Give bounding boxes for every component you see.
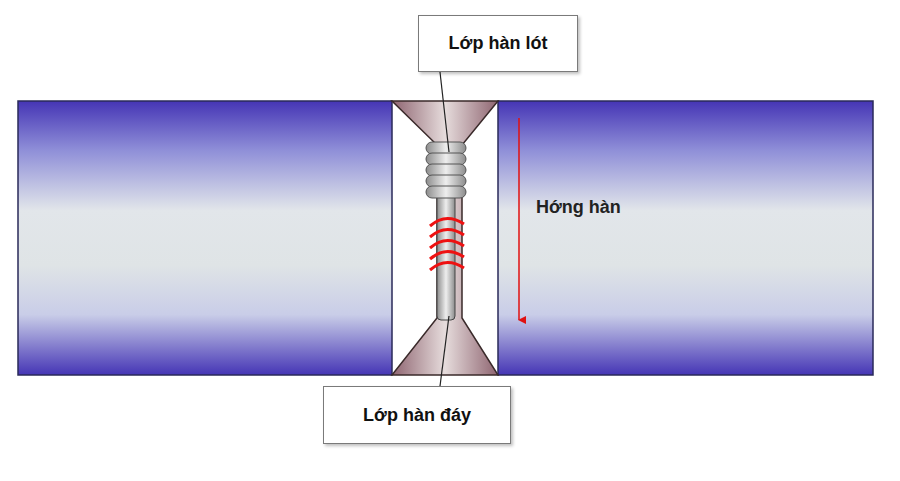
leader-line bbox=[440, 72, 449, 152]
callout-text: Lớp hàn lót bbox=[449, 33, 548, 54]
weld-arc bbox=[430, 251, 464, 259]
weld-arc bbox=[430, 218, 464, 226]
weld-arc bbox=[430, 240, 464, 248]
filler-layer bbox=[426, 175, 466, 187]
weld-arc bbox=[430, 229, 464, 237]
direction-label: Hớng hàn bbox=[536, 197, 621, 218]
right-plate bbox=[498, 101, 873, 375]
weld-groove bbox=[392, 101, 498, 375]
direction-arrow bbox=[518, 118, 520, 320]
filler-layer bbox=[426, 142, 466, 154]
callout-box: Lớp hàn đáy bbox=[323, 386, 511, 444]
filler-layer bbox=[426, 164, 466, 176]
filler-layers bbox=[426, 142, 466, 198]
filler-layer bbox=[426, 153, 466, 165]
callout-text: Lớp hàn đáy bbox=[363, 405, 471, 426]
root-bead bbox=[437, 190, 455, 320]
weld-arc bbox=[430, 262, 464, 270]
leader-line bbox=[440, 316, 449, 386]
callout-box: Lớp hàn lót bbox=[418, 15, 578, 72]
weld-arcs bbox=[430, 218, 464, 270]
left-plate bbox=[18, 101, 392, 375]
filler-layer bbox=[426, 186, 466, 198]
